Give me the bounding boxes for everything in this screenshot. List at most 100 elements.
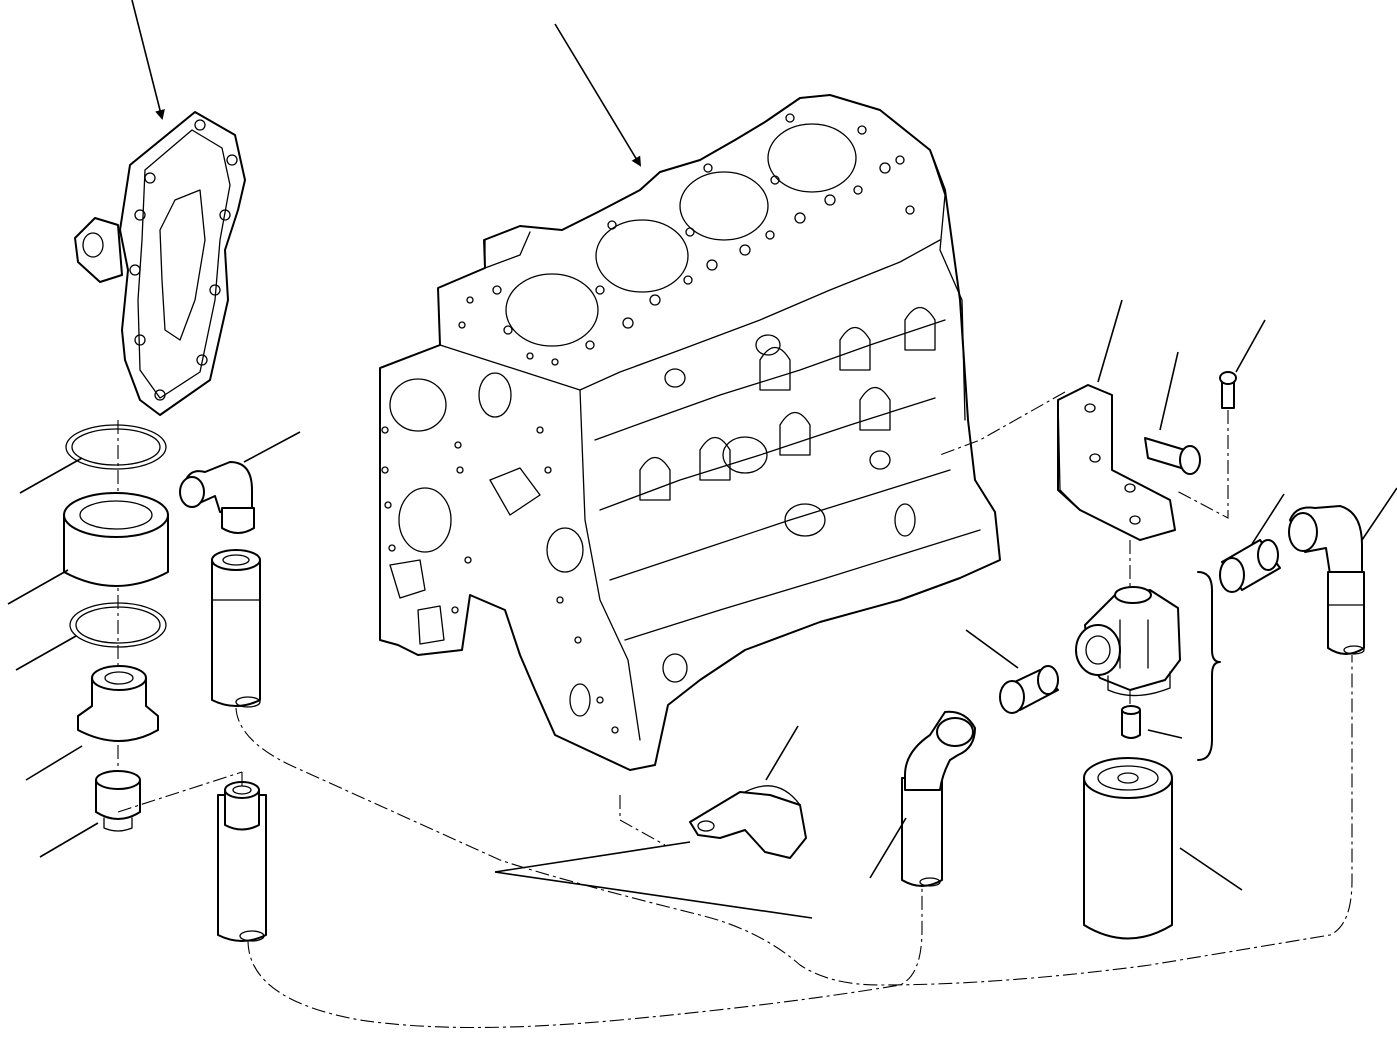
boss-right: [869, 450, 891, 470]
cylinder-bore-1: [505, 273, 599, 347]
bolt-large-head: [1179, 445, 1201, 475]
leader-o-ring-lower: [15, 635, 77, 671]
filter-head-base: [1107, 671, 1171, 697]
leader-clamp: [765, 725, 799, 781]
head-bolt-holes: [458, 113, 915, 366]
filter-nipple: [1121, 709, 1141, 739]
cooler-cover-plate: [119, 111, 246, 416]
leader-filter-nipple: [1147, 729, 1183, 739]
cover-inner-gasket: [137, 129, 231, 399]
hose-pipe-left-end: [235, 696, 261, 708]
boss-left: [664, 368, 686, 388]
leader-elbow-left: [243, 431, 301, 463]
cover-channel: [159, 189, 206, 341]
filter-head-port: [1075, 624, 1121, 676]
routing-path-lower: [247, 884, 923, 1029]
right-connector-end: [1219, 557, 1245, 593]
middle-hose-end: [919, 877, 941, 887]
leader-bracket: [1097, 299, 1123, 383]
boss-middle: [784, 503, 826, 537]
mounting-bracket-edge: [1057, 399, 1081, 511]
front-face-holes: [381, 426, 619, 734]
cylinder-bore-3: [679, 171, 769, 241]
front-pad-left: [389, 559, 426, 599]
deck-front-edge: [439, 239, 941, 391]
boss-top: [755, 334, 781, 356]
hose-pipe-lower-end: [239, 930, 265, 942]
filter-head-top-boss: [1114, 586, 1152, 604]
middle-hose: [869, 710, 976, 887]
head-inlet-fitting-end: [999, 680, 1025, 714]
leader-oil-filter: [1179, 847, 1243, 891]
hose-pipe-left-top: [211, 549, 261, 571]
bracket-hole-top: [1084, 403, 1096, 413]
front-port-round: [478, 372, 512, 418]
oil-filter-gasket: [1097, 765, 1159, 791]
middle-hose-elbow-port: [936, 717, 974, 747]
cooler-housing-bore: [79, 500, 153, 530]
arrow-engine-block: [554, 23, 642, 167]
leader-valve: [25, 745, 83, 781]
side-rib-3: [609, 469, 951, 581]
nipple-top: [95, 770, 141, 790]
cooler-housing-top: [63, 492, 169, 538]
hose-elbow-left-port: [179, 476, 205, 508]
hose-lower-link: [117, 771, 243, 813]
nipple-thread: [103, 817, 133, 832]
engine-block: [379, 94, 1001, 771]
side-openings: [639, 306, 936, 501]
front-bore-upper: [389, 378, 447, 432]
boss-upper: [722, 436, 768, 474]
leader-cooler-housing: [7, 569, 69, 605]
cylinder-bore-2: [595, 219, 689, 293]
left-leader-lines: [7, 431, 301, 858]
clamp-hole: [697, 820, 715, 832]
leader-o-ring-upper: [19, 457, 83, 494]
routing-path-upper: [235, 655, 1353, 986]
hose-pipe-lower-nut: [224, 789, 260, 831]
leader-hose-group-top: [494, 841, 691, 873]
leader-bolt-large: [1159, 351, 1179, 431]
filter-head-port-bore: [1085, 635, 1111, 665]
cylinder-bore-4: [767, 123, 857, 193]
hose-pipe-left: [211, 559, 261, 707]
o-ring-upper: [65, 424, 167, 470]
filter-nipple-top: [1121, 705, 1141, 715]
right-connector-nut: [1257, 539, 1279, 571]
clamp-loop: [744, 785, 801, 806]
front-pad-bottom: [417, 605, 445, 645]
bracket-link-upper: [939, 391, 1066, 456]
clamp-body: [689, 791, 807, 859]
side-rib-4: [624, 529, 981, 641]
callout-arrows: [131, 0, 642, 167]
boss-bottom: [662, 653, 688, 683]
bracket-hole-mid: [1089, 453, 1101, 463]
bolt-small-shank: [1221, 381, 1235, 409]
left-hose-upper: [179, 461, 261, 708]
side-rib-2: [599, 397, 936, 511]
leader-right-elbow: [1361, 487, 1397, 541]
block-outline: [379, 94, 1001, 771]
hose-pipe-lower: [217, 794, 267, 942]
o-ring-lower: [69, 602, 167, 648]
leader-nipple: [39, 822, 99, 858]
rear-flange: [929, 149, 966, 421]
right-assembly: [939, 299, 1397, 940]
hose-pipe-left-bore: [222, 554, 250, 566]
leader-middle-hose: [869, 817, 907, 879]
group-brace: [1197, 571, 1221, 761]
bolt-small-head: [1219, 371, 1237, 385]
right-hose-end: [1343, 645, 1365, 655]
mounting-bracket: [1057, 384, 1176, 541]
bottom-leaders: [494, 841, 813, 919]
hose-elbow-left-nut: [221, 507, 255, 534]
cover-side-fitting: [74, 217, 123, 283]
filter-head-ribs: [1119, 619, 1149, 669]
front-triangle-port: [489, 467, 541, 516]
leader-hose-group-bottom: [494, 871, 813, 919]
boss-lower-right: [894, 503, 916, 537]
boss-bottom-left: [569, 683, 591, 717]
nipple-fitting: [95, 779, 141, 820]
left-hose-lower: [117, 771, 267, 942]
